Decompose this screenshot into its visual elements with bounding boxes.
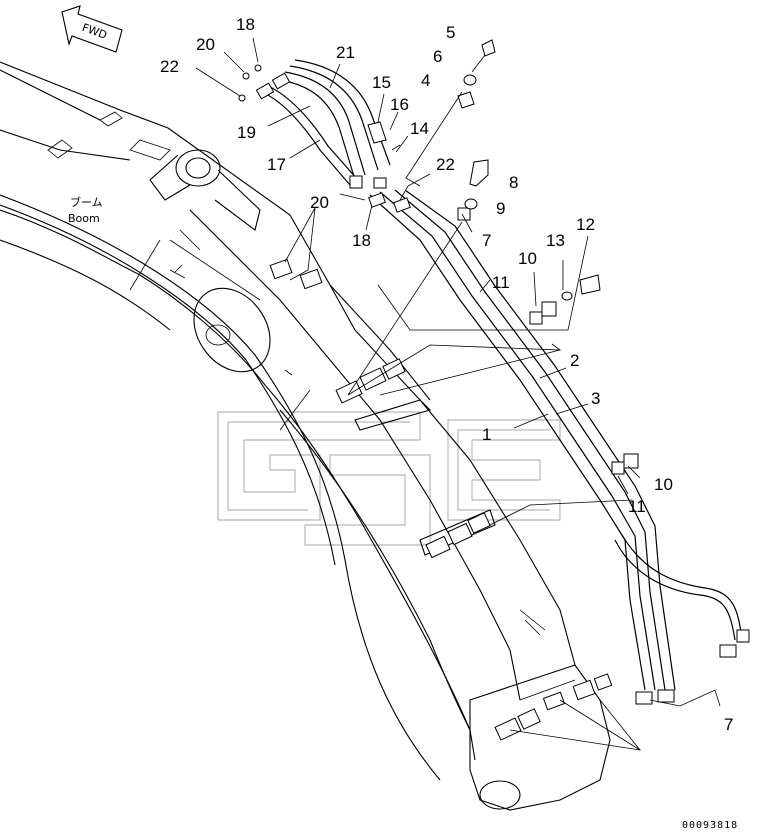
- callout-22: 22: [160, 57, 179, 76]
- boom-label-en: Boom: [68, 212, 100, 225]
- callout-20: 20: [196, 35, 215, 54]
- callout-18: 18: [236, 15, 255, 34]
- callout-4: 4: [421, 71, 430, 90]
- callout-2: 2: [570, 351, 579, 370]
- callout-10: 10: [518, 249, 537, 268]
- hydraulic-lines: [261, 59, 743, 691]
- fwd-arrow-icon: FWD: [61, 5, 123, 53]
- callout-16: 16: [390, 95, 409, 114]
- callout-17: 17: [267, 155, 286, 174]
- callout-22: 22: [436, 155, 455, 174]
- callout-18: 18: [352, 231, 371, 250]
- callout-numbers: 18 20 22 21 5 6 4 15 16 14 19 17 22 8 9 …: [160, 15, 733, 734]
- callout-12: 12: [576, 215, 595, 234]
- callout-11: 11: [492, 273, 510, 292]
- callout-15: 15: [372, 73, 391, 92]
- callout-14: 14: [410, 119, 429, 138]
- callout-7: 7: [724, 715, 733, 734]
- callout-3: 3: [591, 389, 600, 408]
- watermark-logo: [217, 411, 561, 546]
- callout-21: 21: [336, 43, 355, 62]
- boom-label-jp: ブーム: [70, 195, 103, 209]
- callout-7: 7: [482, 231, 491, 250]
- callout-10: 10: [654, 475, 673, 494]
- callout-20: 20: [310, 193, 329, 212]
- callout-19: 19: [237, 123, 256, 142]
- callout-1: 1: [482, 425, 491, 444]
- callout-8: 8: [509, 173, 518, 192]
- boom-body: ブーム Boom: [0, 61, 611, 811]
- callout-13: 13: [546, 231, 565, 250]
- callout-5: 5: [446, 23, 455, 42]
- callout-6: 6: [433, 47, 442, 66]
- callout-11: 11: [628, 497, 646, 516]
- callout-9: 9: [496, 199, 505, 218]
- figure-code: 00093818: [682, 820, 738, 831]
- clamps: [238, 39, 750, 741]
- leader-lines: [195, 37, 721, 751]
